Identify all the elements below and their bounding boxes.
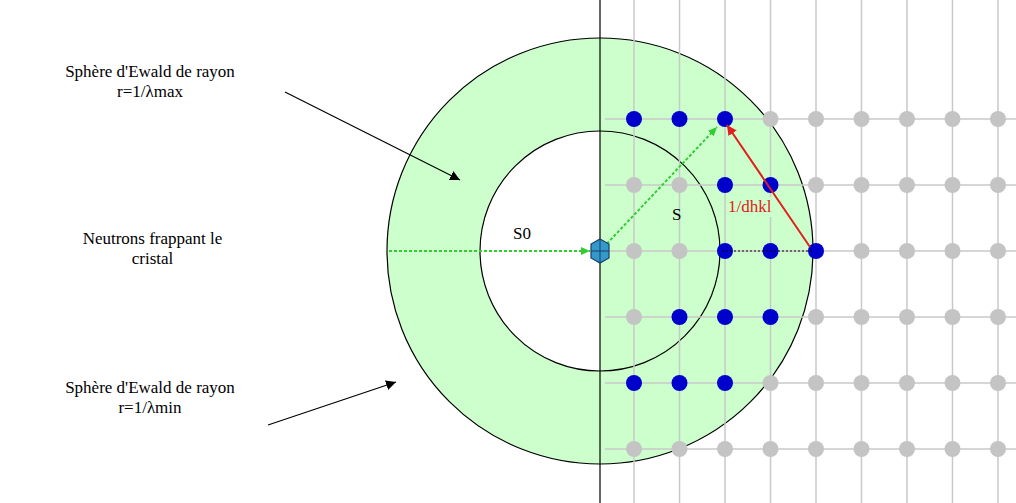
lattice-dot	[854, 111, 870, 127]
lattice-dot	[672, 177, 688, 193]
lattice-dot	[945, 309, 961, 325]
lattice-dot	[854, 441, 870, 457]
crystal-symbol	[591, 239, 609, 263]
lattice-dot	[945, 375, 961, 391]
lattice-dot	[626, 441, 642, 457]
lattice-dot	[990, 177, 1006, 193]
lattice-dot	[990, 111, 1006, 127]
lattice-dot	[990, 309, 1006, 325]
lattice-dot	[763, 441, 779, 457]
vector-label: S	[672, 205, 681, 225]
lattice-dot	[672, 243, 688, 259]
diffracted-vector	[600, 127, 717, 251]
lattice-dot	[899, 309, 915, 325]
lattice-dot	[808, 309, 824, 325]
lattice-dot	[945, 177, 961, 193]
lattice-dot	[626, 177, 642, 193]
lattice-dot	[626, 309, 642, 325]
incident-vector	[389, 250, 590, 252]
leader-arrow	[285, 92, 460, 180]
lattice-dot	[672, 441, 688, 457]
reciprocal-lattice	[605, 0, 1016, 503]
reflection-dot	[717, 375, 733, 391]
lattice-dot	[808, 375, 824, 391]
lattice-dot	[945, 441, 961, 457]
reflection-dot	[672, 375, 688, 391]
lattice-dot	[990, 375, 1006, 391]
reflection-dot	[717, 111, 733, 127]
lattice-dot	[763, 111, 779, 127]
reflection-dot	[672, 111, 688, 127]
reciprocal-vector	[727, 125, 810, 247]
reflection-dot	[672, 309, 688, 325]
reflection-dot	[626, 375, 642, 391]
lattice-dot	[808, 177, 824, 193]
sphere-label: Sphère d'Ewald de rayon r=1/λmax	[55, 62, 245, 102]
beam-label: Neutrons frappant le cristal	[70, 229, 235, 269]
lattice-dot	[899, 243, 915, 259]
reflection-dot	[717, 177, 733, 193]
lattice-dot	[945, 111, 961, 127]
axis-line	[599, 0, 600, 503]
lattice-dot	[854, 309, 870, 325]
lattice-dot	[899, 441, 915, 457]
lattice-dot	[990, 243, 1006, 259]
lattice-dot	[945, 243, 961, 259]
lattice-dot	[990, 441, 1006, 457]
sphere-label: Sphère d'Ewald de rayon r=1/λmin	[55, 378, 245, 418]
reflection-dot	[763, 309, 779, 325]
leader-arrow	[268, 382, 396, 425]
lattice-dot	[808, 111, 824, 127]
crystal-facet	[600, 239, 601, 263]
lattice-dot	[808, 441, 824, 457]
lattice-dot	[854, 177, 870, 193]
lattice-dot	[899, 375, 915, 391]
lattice-dot	[899, 111, 915, 127]
lattice-dot	[717, 441, 733, 457]
vector-label: 1/dhkl	[726, 197, 773, 217]
lattice-dot	[763, 375, 779, 391]
lattice-dot	[854, 243, 870, 259]
lattice-dot	[899, 177, 915, 193]
lattice-dot	[626, 243, 642, 259]
reflection-dot	[717, 309, 733, 325]
dotted-line	[722, 251, 812, 252]
lattice-dot	[854, 375, 870, 391]
vector-label: S0	[513, 224, 531, 244]
reflection-dot	[626, 111, 642, 127]
